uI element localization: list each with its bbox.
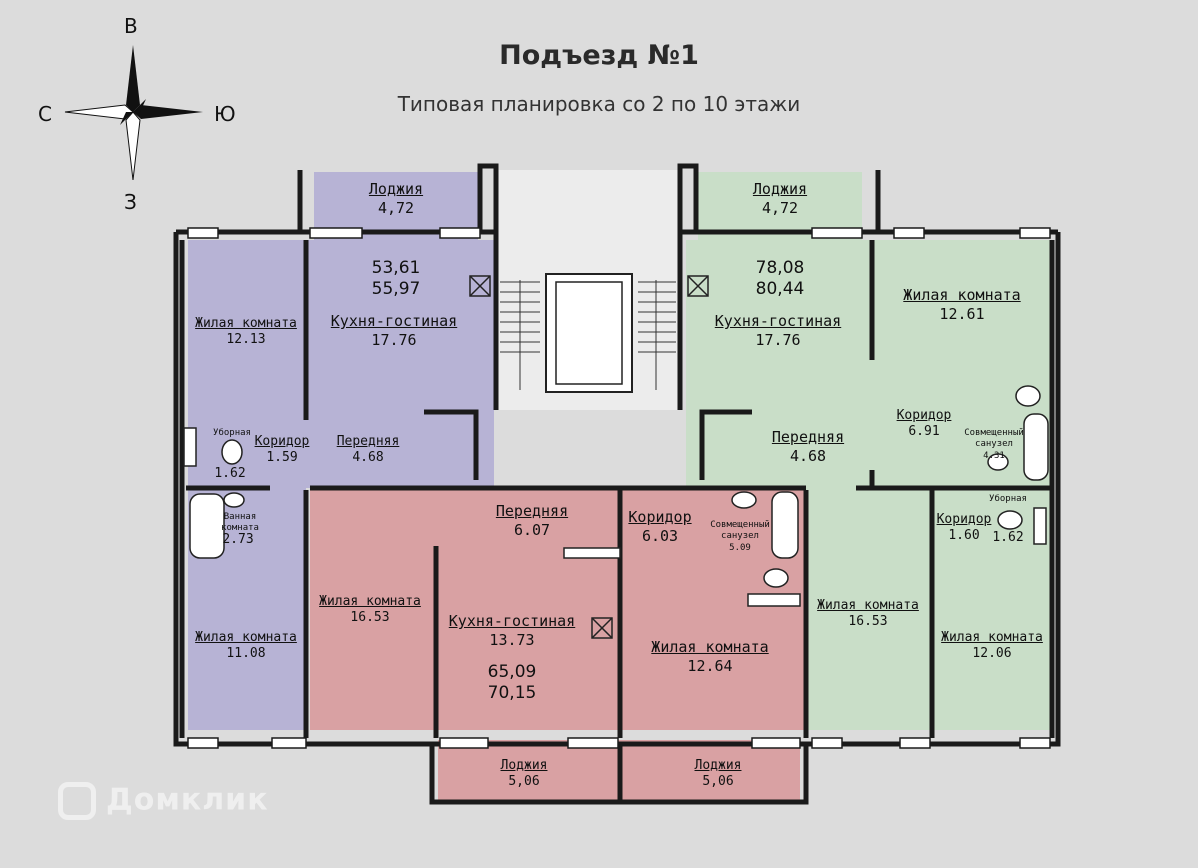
compass-north-label: В xyxy=(124,14,138,38)
compass-west-label: С xyxy=(38,102,52,126)
watermark: Домклик xyxy=(58,782,269,820)
windows xyxy=(187,227,1051,749)
plumbing-fixtures xyxy=(183,385,1049,607)
purple-wc-name: Уборная xyxy=(213,428,251,438)
green-wc-name: Уборная xyxy=(989,494,1027,504)
page-title: Подъезд №1 xyxy=(499,40,699,71)
green-wc-area: 1.62 xyxy=(992,530,1024,545)
page-subtitle: Типовая планировка со 2 по 10 этажи xyxy=(397,92,801,116)
apartment-red-area xyxy=(310,488,806,730)
vent-shafts xyxy=(469,275,709,639)
stairs xyxy=(500,280,676,390)
apartment-green-area xyxy=(686,240,1050,488)
elevator-cabin xyxy=(555,281,623,385)
purple-bath-area: 2.73 xyxy=(222,532,254,547)
walls xyxy=(173,163,1061,805)
compass-icon xyxy=(64,45,203,181)
compass-east-label: Ю xyxy=(214,102,236,126)
compass-south-label: З xyxy=(124,190,137,214)
domclick-logo-icon xyxy=(58,782,96,820)
purple-wc-area: 1.62 xyxy=(214,466,246,481)
